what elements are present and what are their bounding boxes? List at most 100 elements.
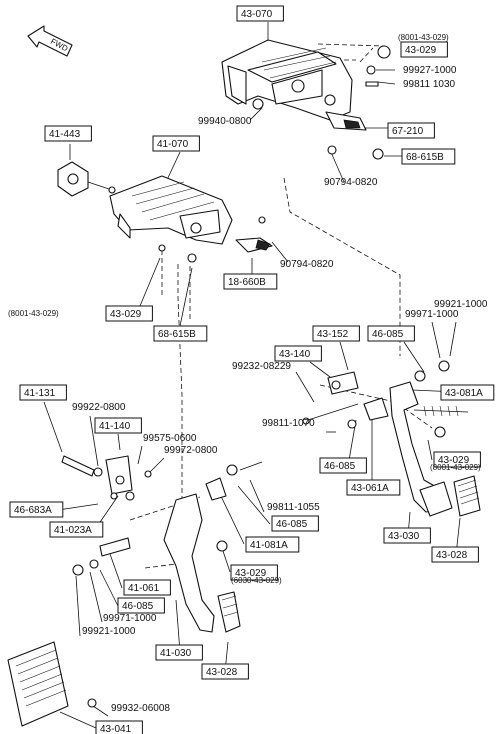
- part-label-box: [49, 521, 104, 538]
- part-label-b43030: 43-030: [383, 527, 431, 544]
- part-label-box: [400, 41, 448, 58]
- part-label-b46683: 46-683A: [9, 501, 64, 518]
- part-label-box: [155, 644, 203, 661]
- part-label-b41061: 41-061: [123, 579, 171, 596]
- part-label-b43061a: 43-061A: [346, 479, 401, 496]
- part-label-box: [223, 273, 278, 290]
- gasket-part: [57, 161, 116, 197]
- part-number-text: 41-070: [157, 139, 189, 150]
- part-label-box: [94, 417, 142, 434]
- part-number-text: 43-061A: [351, 483, 389, 494]
- part-number-t99922: 99922-0800: [72, 402, 126, 413]
- part-label-box: [152, 135, 200, 152]
- part-number-text: 41-030: [160, 648, 192, 659]
- boxed-part-labels: 43-070 43-029 67-210 68-615B 41-443 41-070 18-…: [9, 5, 495, 734]
- part-label-b43140: 43-140: [274, 345, 322, 362]
- upper-pedal-bracket: [221, 39, 391, 160]
- part-label-box: [319, 457, 367, 474]
- part-label-box: [383, 527, 431, 544]
- part-number-text: 43-140: [279, 349, 311, 360]
- part-number-text: 43-081A: [445, 388, 483, 399]
- part-number-text: 68-615B: [406, 152, 444, 163]
- part-number-text: 41-131: [24, 388, 56, 399]
- part-number-t8001c: (8001-43-029): [430, 463, 481, 472]
- part-number-t99921a: 99921-1000: [434, 299, 488, 310]
- part-label-b43029c: 43-029: [433, 451, 481, 468]
- part-label-b46085d: 46-085: [117, 597, 165, 614]
- part-label-box: [271, 515, 319, 532]
- part-number-t99811b: 99811-1070: [262, 418, 315, 429]
- part-label-b46085b: 46-085: [319, 457, 367, 474]
- part-number-text: 46-085: [122, 601, 154, 612]
- part-label-box: [117, 597, 165, 614]
- part-number-text: 43-029: [235, 568, 267, 579]
- part-label-b41140: 41-140: [94, 417, 142, 434]
- part-label-box: [431, 546, 479, 563]
- part-number-t8001b: (8001-43-029): [8, 309, 59, 318]
- part-label-b68615a: 68-615B: [401, 148, 456, 165]
- part-number-t90794b: 90794-0820: [280, 259, 334, 270]
- lower-pedal-bracket: [109, 175, 273, 263]
- part-number-text: 46-683A: [14, 505, 52, 516]
- part-label-b43028b: 43-028: [201, 663, 249, 680]
- part-number-t99971a: 99971-1000: [405, 309, 459, 320]
- part-label-b43081a: 43-081A: [440, 384, 495, 401]
- part-number-t90794a: 90794-0820: [324, 177, 378, 188]
- part-number-text: 41-061: [128, 583, 160, 594]
- part-label-box: [433, 451, 481, 468]
- part-label-box: [9, 501, 64, 518]
- part-number-text: 43-070: [241, 9, 273, 20]
- master-cylinder-part: [7, 641, 97, 727]
- part-label-b41443: 41-443: [44, 125, 92, 142]
- part-label-box: [367, 325, 415, 342]
- part-label-b43152: 43-152: [312, 325, 360, 342]
- part-number-text: 41-443: [49, 129, 81, 140]
- part-number-text: 46-085: [324, 461, 356, 472]
- part-label-box: [245, 536, 300, 553]
- part-label-b41030: 41-030: [155, 644, 203, 661]
- part-label-b43029a: 43-029: [400, 41, 448, 58]
- part-number-t99921b: 99921-1000: [82, 626, 136, 637]
- part-label-b41131: 41-131: [19, 384, 67, 401]
- part-label-box: [105, 305, 153, 322]
- part-number-text: 67-210: [392, 126, 424, 137]
- part-label-box: [401, 148, 456, 165]
- part-number-t99811c: 99811-1055: [267, 502, 320, 513]
- part-label-b41070: 41-070: [152, 135, 200, 152]
- part-label-b41081: 41-081A: [245, 536, 300, 553]
- part-label-b43029b: 43-029: [105, 305, 153, 322]
- part-number-t99232: 99232-08229: [232, 361, 291, 372]
- part-label-b46085a: 46-085: [367, 325, 415, 342]
- part-number-text: 41-023A: [54, 525, 92, 536]
- part-label-box: [274, 345, 322, 362]
- part-label-box: [387, 122, 435, 139]
- part-number-text: 41-140: [99, 421, 131, 432]
- part-number-text: 18-660B: [228, 277, 266, 288]
- fwd-arrow-icon: FWD: [27, 25, 73, 57]
- part-number-text: 43-152: [317, 329, 349, 340]
- part-label-box: [230, 564, 278, 581]
- part-number-text: 43-028: [206, 667, 238, 678]
- part-label-b43041: 43-041: [95, 720, 143, 734]
- part-number-t99575: 99575-0600: [143, 433, 197, 444]
- part-number-t99932: 99932-06008: [111, 703, 170, 714]
- part-number-text: 41-081A: [250, 540, 288, 551]
- part-label-box: [440, 384, 495, 401]
- part-label-b67210: 67-210: [387, 122, 435, 139]
- part-label-b68615b: 68-615B: [153, 325, 208, 342]
- part-label-b18660: 18-660B: [223, 273, 278, 290]
- part-label-b43028a: 43-028: [431, 546, 479, 563]
- part-number-t99971b: 99971-1000: [103, 613, 157, 624]
- part-label-box: [236, 5, 284, 22]
- part-label-box: [346, 479, 401, 496]
- part-number-text: 43-029: [405, 45, 437, 56]
- part-number-text: 68-615B: [158, 329, 196, 340]
- part-number-text: 46-085: [276, 519, 308, 530]
- part-label-b43070: 43-070: [236, 5, 284, 22]
- part-number-t99927: 99927-1000: [403, 65, 457, 76]
- part-number-t8001a: (8001-43-029): [398, 33, 449, 42]
- part-label-box: [153, 325, 208, 342]
- part-number-text: 43-041: [100, 724, 132, 734]
- part-label-box: [19, 384, 67, 401]
